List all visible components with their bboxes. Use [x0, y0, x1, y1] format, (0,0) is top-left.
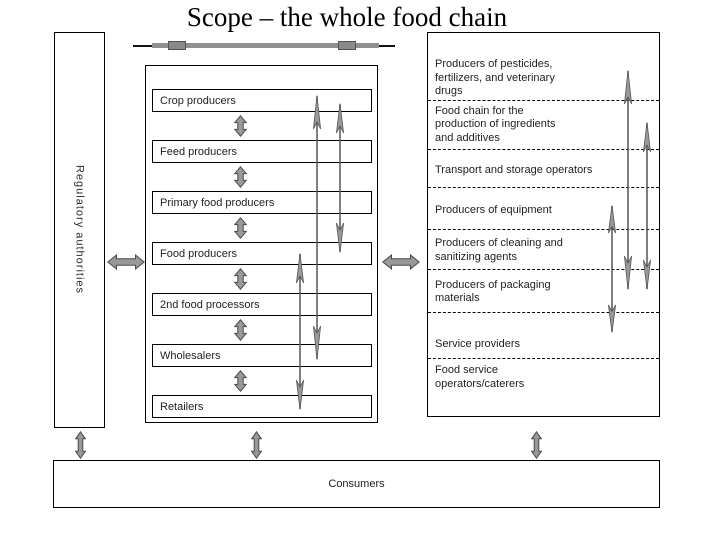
section-producers-of-equipment: Producers of equipment	[428, 188, 659, 230]
regulatory-authorities-box: Regulatory authorities	[54, 32, 105, 428]
section-line: Producers of pesticides,	[435, 58, 553, 70]
chain-box-label: Feed producers	[160, 145, 238, 158]
section-line: Service providers	[435, 337, 520, 350]
section-line: sanitizing agents	[435, 250, 517, 263]
section-line: Food service	[435, 364, 498, 377]
section-line: production of ingredients	[435, 118, 556, 131]
chain-box-label: Retailers	[160, 400, 204, 413]
double-arrow-feed-primary	[234, 166, 247, 188]
long-double-arrow-crop-food	[334, 103, 346, 253]
long-double-arrow-suppliers-1	[622, 70, 634, 290]
double-arrow-wholesalers-retailers	[234, 370, 247, 392]
double-arrow-food-2nd	[234, 268, 247, 290]
decoration-thick-bar	[152, 43, 379, 48]
double-arrow-chain-suppliers	[382, 254, 420, 270]
section-packaging-materials: Producers of packaging materials	[428, 270, 659, 313]
consumers-box: Consumers	[53, 460, 660, 508]
long-double-arrow-food-retailers	[294, 253, 306, 410]
chain-box-label: Food producers	[160, 247, 238, 260]
chain-box-label: Wholesalers	[160, 349, 221, 362]
chain-box-retailers: Retailers	[152, 395, 372, 418]
section-line: Producers of packaging	[435, 278, 551, 291]
section-food-chain-ingredients: Food chain for the production of ingredi…	[428, 101, 659, 151]
section-line: Transport and storage operators	[435, 164, 593, 177]
chain-box-label: Crop producers	[160, 94, 236, 107]
long-double-arrow-crop-wholesalers	[311, 95, 323, 360]
chain-box-label: 2nd food processors	[160, 298, 260, 311]
section-line: Food chain for the	[435, 104, 524, 117]
section-line: and additives	[435, 131, 500, 144]
double-arrow-regulatory-consumers	[75, 431, 86, 459]
double-arrow-crop-feed	[234, 115, 247, 137]
long-double-arrow-suppliers-3	[606, 205, 618, 333]
decoration-block-left	[168, 41, 186, 50]
double-arrow-chain-consumers	[251, 431, 262, 459]
long-double-arrow-suppliers-2	[641, 122, 653, 290]
title-underline-decoration	[133, 41, 395, 51]
chain-box-2nd-food-processors: 2nd food processors	[152, 293, 372, 316]
section-line: fertilizers, and veterinary	[435, 71, 555, 84]
page-title: Scope – the whole food chain	[186, 2, 508, 32]
section-line: materials	[435, 292, 480, 305]
section-line: Producers of cleaning and	[435, 237, 563, 249]
consumers-label: Consumers	[328, 478, 385, 490]
double-arrow-2nd-wholesalers	[234, 319, 247, 341]
decoration-block-right	[338, 41, 356, 50]
chain-box-wholesalers: Wholesalers	[152, 344, 372, 367]
section-line: drugs	[435, 85, 463, 97]
section-transport-storage: Transport and storage operators	[428, 150, 659, 189]
double-arrow-suppliers-consumers	[531, 431, 542, 459]
section-service-providers: Service providers	[428, 313, 659, 360]
regulatory-authorities-label: Regulatory authorities	[73, 165, 86, 295]
section-line: operators/caterers	[435, 377, 525, 390]
section-producers-of-pesticides: Producers of pesticides, fertilizers, an…	[428, 33, 659, 101]
double-arrow-regulatory-chain	[107, 254, 145, 270]
supplier-panel: Producers of pesticides, fertilizers, an…	[427, 32, 660, 417]
double-arrow-primary-food	[234, 217, 247, 239]
section-line: Producers of equipment	[435, 204, 552, 217]
chain-box-label: Primary food producers	[160, 196, 275, 209]
section-cleaning-sanitizing: Producers of cleaning and sanitizing age…	[428, 230, 659, 270]
section-food-service-caterers: Food service operators/caterers	[428, 359, 659, 416]
